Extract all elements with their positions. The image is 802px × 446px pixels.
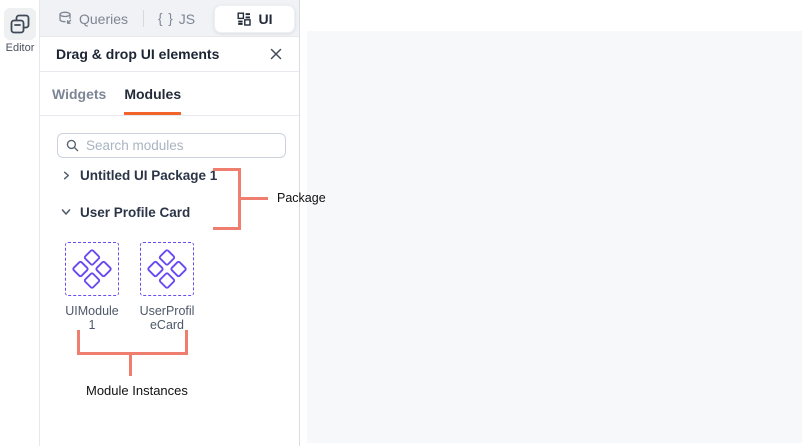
search-modules-input[interactable]: [86, 138, 277, 153]
close-panel-button[interactable]: [266, 44, 286, 64]
instances-annotation-label: Module Instances: [86, 383, 188, 398]
close-icon: [270, 48, 282, 60]
braces-icon: { }: [158, 11, 174, 26]
editor-pages-icon: [8, 12, 32, 36]
module-label-uimodule1: UIModule 1: [65, 304, 119, 332]
panel-header: Drag & drop UI elements: [40, 37, 299, 72]
package-bracket-line: [213, 227, 241, 230]
search-icon: [66, 139, 79, 152]
ui-grid-icon: [237, 12, 251, 26]
tree-item-label: Untitled UI Package 1: [80, 167, 218, 183]
panel-tab-bar: Widgets Modules: [40, 72, 299, 116]
panel-title: Drag & drop UI elements: [56, 46, 220, 62]
instances-bracket-line: [77, 352, 188, 355]
instances-bracket-line: [185, 330, 188, 355]
tab-js-label: JS: [178, 10, 196, 27]
ui-elements-panel: Queries { } JS UI: [40, 0, 300, 446]
package-bracket-line: [238, 168, 241, 230]
tab-queries-label: Queries: [79, 10, 129, 27]
editor-label: Editor: [5, 42, 35, 54]
editor-mode-tabs: Queries { } JS UI: [40, 0, 299, 37]
module-card-userprofilecard[interactable]: [140, 242, 194, 296]
instances-bracket-line: [129, 355, 132, 376]
package-annotation-label: Package: [277, 191, 326, 205]
module-diamonds-icon: [71, 248, 113, 290]
tab-widgets[interactable]: Widgets: [52, 85, 107, 102]
canvas-area[interactable]: [307, 31, 802, 443]
tab-js[interactable]: { } JS: [158, 0, 195, 37]
module-label-userprofilecard: UserProfil eCard: [139, 304, 195, 332]
instances-bracket-line: [77, 330, 80, 355]
tab-modules[interactable]: Modules: [124, 72, 182, 115]
queries-db-icon: [58, 11, 73, 26]
module-diamonds-icon: [146, 248, 188, 290]
tree-item-package[interactable]: Untitled UI Package 1: [61, 165, 217, 185]
search-modules-box: [57, 133, 286, 158]
module-card-uimodule1[interactable]: [65, 242, 119, 296]
tab-ui[interactable]: UI: [214, 5, 295, 33]
chevron-right-icon: [61, 170, 72, 181]
tab-ui-label: UI: [258, 11, 273, 27]
package-bracket-line: [241, 197, 268, 200]
chevron-down-icon: [60, 206, 72, 218]
left-rail: Editor: [0, 0, 40, 446]
tree-item-label: User Profile Card: [80, 204, 191, 220]
tab-queries[interactable]: Queries: [58, 0, 128, 37]
tree-item-user-profile-card[interactable]: User Profile Card: [60, 202, 190, 222]
package-bracket-line: [213, 168, 241, 171]
editor-button[interactable]: [4, 8, 36, 40]
tab-divider: [143, 10, 144, 27]
